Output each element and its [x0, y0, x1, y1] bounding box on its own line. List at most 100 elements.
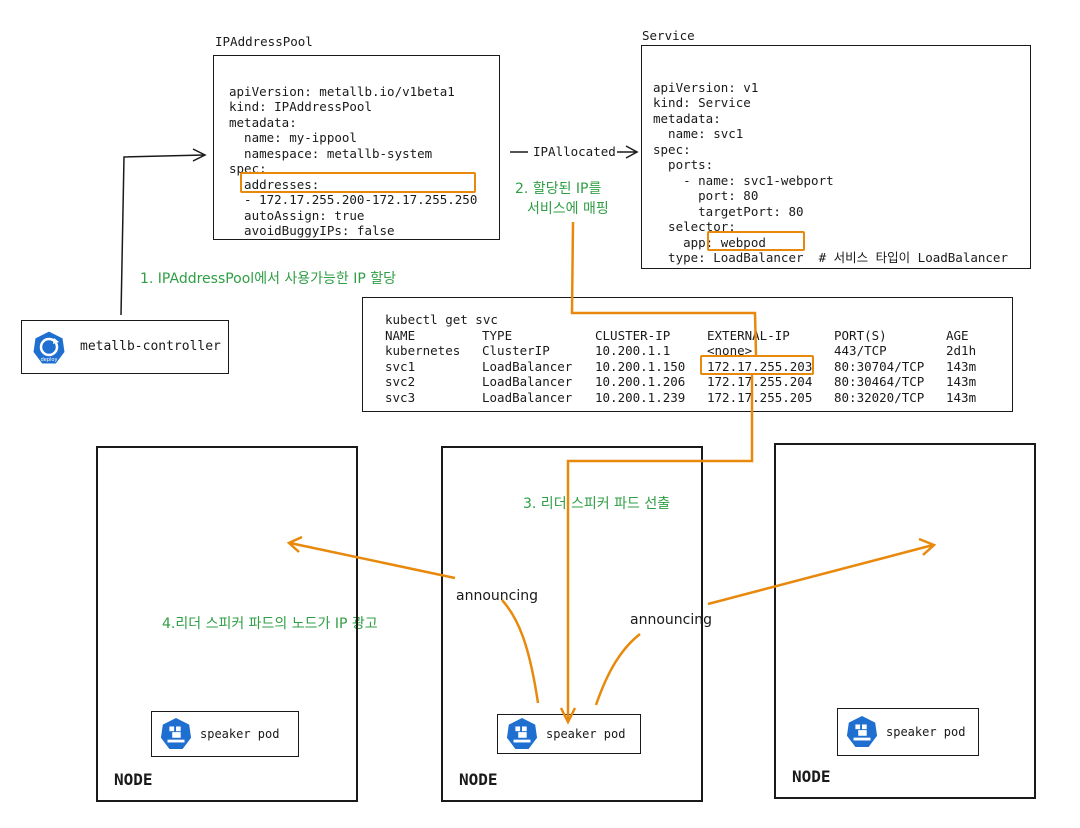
arrowhead	[286, 535, 303, 553]
kubectl-output-box: kubectl get svc NAME TYPE CLUSTER-IP EXT…	[362, 297, 1013, 412]
table-header: TYPE	[482, 327, 513, 343]
table-cell: LoadBalancer	[482, 358, 573, 374]
yaml-line: name: svc1	[653, 126, 744, 141]
step3-text: 3. 리더 스피커 파드 선출	[523, 496, 671, 512]
arrowhead	[625, 145, 639, 159]
step4-text: 4.리더 스피커 파드의 노드가 IP 광고	[162, 616, 378, 632]
table-header: PORT(S)	[834, 327, 887, 343]
table-cell: 172.17.255.204	[707, 374, 813, 389]
step2-line1: 2. 할당된 IP를	[515, 181, 602, 197]
node-1: NODE	[96, 446, 358, 802]
yaml-line: app: webpod	[653, 234, 766, 250]
speaker-pod-1: speaker pod	[151, 711, 299, 757]
table-header-row: NAME TYPE CLUSTER-IP EXTERNAL-IP PORT(S)…	[385, 328, 986, 344]
table-cell: 172.17.255.205	[707, 389, 813, 405]
table-cell: 10.200.1.1	[595, 343, 671, 358]
loadbalancer-type-highlight	[707, 231, 805, 251]
controller-to-pool-arrow	[120, 154, 205, 316]
service-title: Service	[642, 28, 695, 43]
table-cell: 80:30464/TCP	[834, 374, 925, 389]
step2-line2: 서비스에 매핑	[527, 201, 609, 217]
table-cell: 10.200.1.150	[595, 358, 686, 374]
svg-text:deploy: deploy	[41, 357, 58, 363]
node-label: NODE	[114, 770, 153, 789]
table-header: CLUSTER-IP	[595, 327, 671, 343]
announce-right-curve	[594, 633, 641, 706]
table-header: EXTERNAL-IP	[707, 327, 790, 343]
pod-icon	[846, 716, 878, 748]
node-label: NODE	[459, 770, 498, 789]
node-3: NODE	[774, 443, 1036, 799]
arrowhead	[192, 148, 207, 162]
step1-text: 1. IPAddressPool에서 사용가능한 IP 할당	[140, 271, 397, 287]
yaml-line: targetPort: 80	[653, 203, 804, 219]
table-to-speaker-line	[566, 375, 754, 720]
announcing-label-left: announcing	[456, 588, 538, 604]
metallb-controller-box: deploy metallb-controller	[21, 320, 229, 374]
yaml-line: - 172.17.255.200-172.17.255.250	[229, 192, 478, 207]
step2-to-table-line	[570, 221, 758, 356]
table-cell: 10.200.1.239	[595, 389, 686, 405]
table-cell: svc2	[385, 374, 416, 389]
yaml-line: name: my-ippool	[229, 130, 357, 145]
deploy-icon: deploy	[32, 330, 66, 370]
table-cell: 143m	[946, 358, 977, 374]
table-cell: svc3	[385, 389, 416, 405]
yaml-line: apiVersion: metallb.io/v1beta1	[229, 83, 455, 99]
announcing-label-right: announcing	[630, 612, 712, 628]
table-cell: LoadBalancer	[482, 389, 573, 405]
table-cell: 143m	[946, 389, 977, 405]
yaml-line: metadata:	[229, 114, 297, 130]
table-cell: 10.200.1.206	[595, 374, 686, 389]
table-cell: 80:30704/TCP	[834, 358, 925, 374]
table-cell: ClusterIP	[482, 343, 550, 358]
external-ip-highlight	[700, 355, 814, 375]
table-cell: 143m	[946, 374, 977, 389]
kubectl-table: kubectl get svc NAME TYPE CLUSTER-IP EXT…	[385, 312, 986, 405]
table-cell: LoadBalancer	[482, 374, 573, 389]
table-cell: 443/TCP	[834, 343, 887, 358]
yaml-line: kind: Service	[653, 95, 751, 110]
speaker-pod-2: speaker pod	[497, 714, 641, 754]
ipaddresspool-title: IPAddressPool	[215, 34, 313, 49]
table-header: AGE	[946, 327, 969, 343]
yaml-line: spec:	[653, 141, 691, 157]
address-range-highlight	[240, 172, 476, 193]
table-cell: kubernetes	[385, 343, 461, 358]
controller-label: metallb-controller	[80, 339, 221, 354]
table-cell: svc1	[385, 358, 416, 374]
pod-label: speaker pod	[200, 727, 280, 741]
node-2: NODE	[441, 446, 703, 802]
announce-left-line	[289, 541, 456, 580]
yaml-line: kind: IPAddressPool	[229, 99, 372, 114]
pod-label: speaker pod	[546, 727, 626, 741]
table-cell: <none>	[707, 343, 753, 358]
table-cell: 80:32020/TCP	[834, 389, 925, 405]
node-label: NODE	[792, 767, 831, 786]
kubectl-command: kubectl get svc	[385, 312, 498, 327]
table-cell: 2d1h	[946, 343, 977, 358]
yaml-line: ports:	[653, 157, 714, 172]
pod-icon	[506, 718, 538, 750]
pod-icon	[160, 718, 192, 750]
table-header: NAME	[385, 327, 416, 343]
table-row: kubernetes ClusterIP 10.200.1.1 <none> 4…	[385, 343, 986, 359]
yaml-line: metadata:	[653, 110, 721, 126]
pod-label: speaker pod	[886, 725, 966, 739]
yaml-line: port: 80	[653, 188, 759, 203]
yaml-line: - name: svc1-webport	[653, 172, 834, 188]
yaml-line: avoidBuggyIPs: false	[229, 223, 395, 238]
yaml-line: autoAssign: true	[229, 207, 365, 223]
speaker-pod-3: speaker pod	[837, 708, 979, 756]
announce-right-line	[707, 543, 934, 606]
announce-left-curve	[501, 599, 540, 704]
arrowhead	[918, 537, 937, 556]
yaml-line: selector:	[653, 219, 736, 234]
table-row: svc1 LoadBalancer 10.200.1.150 172.17.25…	[385, 359, 986, 375]
arrowhead	[559, 707, 577, 725]
